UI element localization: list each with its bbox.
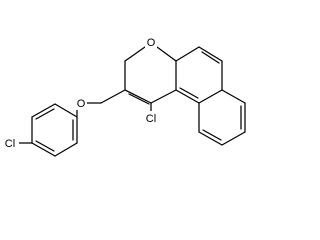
label-backdrop bbox=[141, 111, 159, 125]
chemical-structure: O O Cl Cl bbox=[1, 35, 246, 157]
bond bbox=[54, 142, 78, 157]
label-backdrop bbox=[1, 136, 19, 150]
bond bbox=[202, 129, 222, 141]
ring-oxygen-label: O bbox=[147, 37, 156, 49]
bond bbox=[31, 142, 56, 157]
bond bbox=[175, 46, 200, 62]
bond bbox=[198, 46, 223, 62]
bond bbox=[124, 46, 146, 62]
bond bbox=[175, 89, 200, 104]
bond bbox=[128, 93, 150, 105]
label-backdrop bbox=[75, 96, 87, 110]
bond bbox=[54, 103, 78, 118]
aryl-chlorine-label: Cl bbox=[5, 138, 15, 150]
bond bbox=[100, 89, 126, 104]
bond bbox=[156, 46, 177, 62]
bond bbox=[35, 108, 55, 120]
label-backdrop bbox=[145, 35, 157, 49]
ether-oxygen-label: O bbox=[77, 98, 86, 110]
bond bbox=[198, 89, 223, 104]
bond bbox=[221, 89, 246, 104]
bond bbox=[124, 89, 152, 104]
bond bbox=[198, 131, 223, 146]
bond bbox=[179, 87, 199, 99]
bond bbox=[31, 103, 56, 118]
bond bbox=[201, 51, 220, 64]
bond bbox=[35, 140, 55, 152]
bond bbox=[221, 131, 246, 146]
ring-chlorine-label: Cl bbox=[146, 113, 156, 125]
bond bbox=[150, 89, 177, 104]
